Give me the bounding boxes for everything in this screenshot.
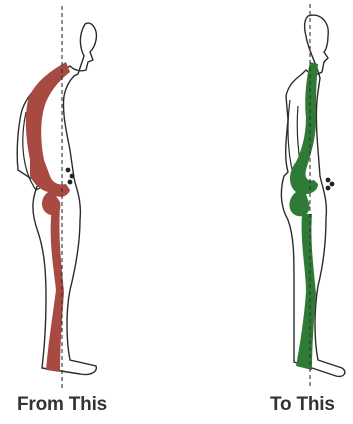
before-caption: From This [17,394,107,416]
good-posture-figure [236,0,353,390]
lumbar-dots [326,178,335,191]
after-caption: To This [270,394,335,416]
poor-posture-figure [0,0,120,390]
